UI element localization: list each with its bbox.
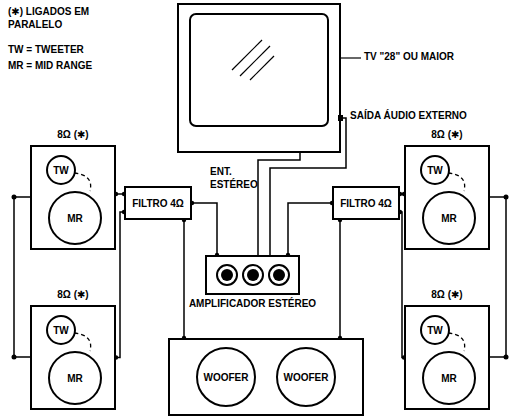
driver-circle: TW [46, 315, 76, 345]
legend-note: (✱) LIGADOS EM PARALELO [8, 6, 108, 31]
input-label: ENT. ESTÉREO [210, 166, 254, 191]
abbreviation-note: MR = MID RANGE [8, 60, 92, 73]
driver-circle: MR [48, 351, 102, 405]
speaker-box: 8Ω (✱)TWMR [30, 145, 116, 250]
amplifier-box: AMPLIFICADOR ESTÉREO [205, 255, 300, 295]
dashed-link [448, 333, 465, 351]
speaker-box: 8Ω (✱)TWMR [404, 145, 490, 250]
knob-center [221, 269, 233, 281]
driver-label: MR [67, 213, 83, 224]
junction-dot [504, 355, 509, 360]
filter-box: FILTRO 4Ω [332, 186, 400, 220]
tv-label: TV "28" OU MAIOR [364, 51, 454, 64]
audio-jack [338, 115, 343, 121]
leader-line [340, 57, 361, 58]
driver-label: WOOFER [284, 372, 329, 383]
driver-circle: MR [48, 191, 102, 245]
wire [338, 218, 342, 340]
screen-glare [232, 40, 262, 70]
driver-label: WOOFER [204, 372, 249, 383]
wire-line [116, 212, 124, 358]
junction-dot [504, 195, 509, 200]
driver-circle: TW [46, 155, 76, 185]
driver-circle: MR [422, 191, 476, 245]
junction-dot [12, 195, 17, 200]
driver-label: MR [441, 213, 457, 224]
knob [243, 265, 263, 285]
knob [269, 265, 289, 285]
driver-circle: MR [422, 351, 476, 405]
driver-label: TW [427, 165, 443, 176]
screen-glare [250, 56, 274, 80]
impedance-label: 8Ω (✱) [55, 129, 90, 140]
impedance-label: 8Ω (✱) [429, 129, 464, 140]
wire-line [288, 203, 332, 255]
parallel-wire [490, 197, 506, 357]
wire-line [339, 220, 341, 338]
wire [182, 218, 186, 340]
knob-center [247, 269, 259, 281]
output-label: SAÍDA ÁUDIO EXTERNO [350, 110, 467, 123]
knob-center [273, 269, 285, 281]
dashed-link [74, 333, 91, 351]
driver-label: TW [53, 165, 69, 176]
dashed-link [74, 173, 91, 191]
parallel-wire [14, 197, 30, 357]
abbreviation-note: TW = TWEETER [8, 44, 84, 57]
knob [217, 265, 237, 285]
driver-circle: TW [420, 315, 450, 345]
dashed-link [448, 173, 465, 191]
driver-label: MR [67, 373, 83, 384]
junction-dot [12, 355, 17, 360]
filter-label: FILTRO 4Ω [132, 198, 184, 209]
driver-circle: WOOFER [196, 347, 256, 407]
amplifier-label: AMPLIFICADOR ESTÉREO [187, 298, 318, 309]
impedance-label: 8Ω (✱) [429, 289, 464, 300]
wire-line [183, 220, 185, 338]
tv-screen [190, 14, 328, 126]
filter-box: FILTRO 4Ω [124, 186, 192, 220]
driver-label: MR [441, 373, 457, 384]
driver-label: TW [53, 325, 69, 336]
screen-glare [240, 46, 270, 76]
speaker-box: 8Ω (✱)TWMR [30, 305, 116, 410]
filter-label: FILTRO 4Ω [340, 198, 392, 209]
driver-circle: TW [420, 155, 450, 185]
wire-line [192, 203, 217, 255]
driver-circle: WOOFER [276, 347, 336, 407]
wire [286, 201, 334, 257]
amp-knobs [205, 255, 300, 295]
driver-label: TW [427, 325, 443, 336]
speaker-box: 8Ω (✱)TWMR [404, 305, 490, 410]
wire [190, 201, 219, 257]
impedance-label: 8Ω (✱) [55, 289, 90, 300]
woofer-box: WOOFER WOOFER [168, 338, 364, 416]
tv-cabinet [178, 4, 340, 152]
